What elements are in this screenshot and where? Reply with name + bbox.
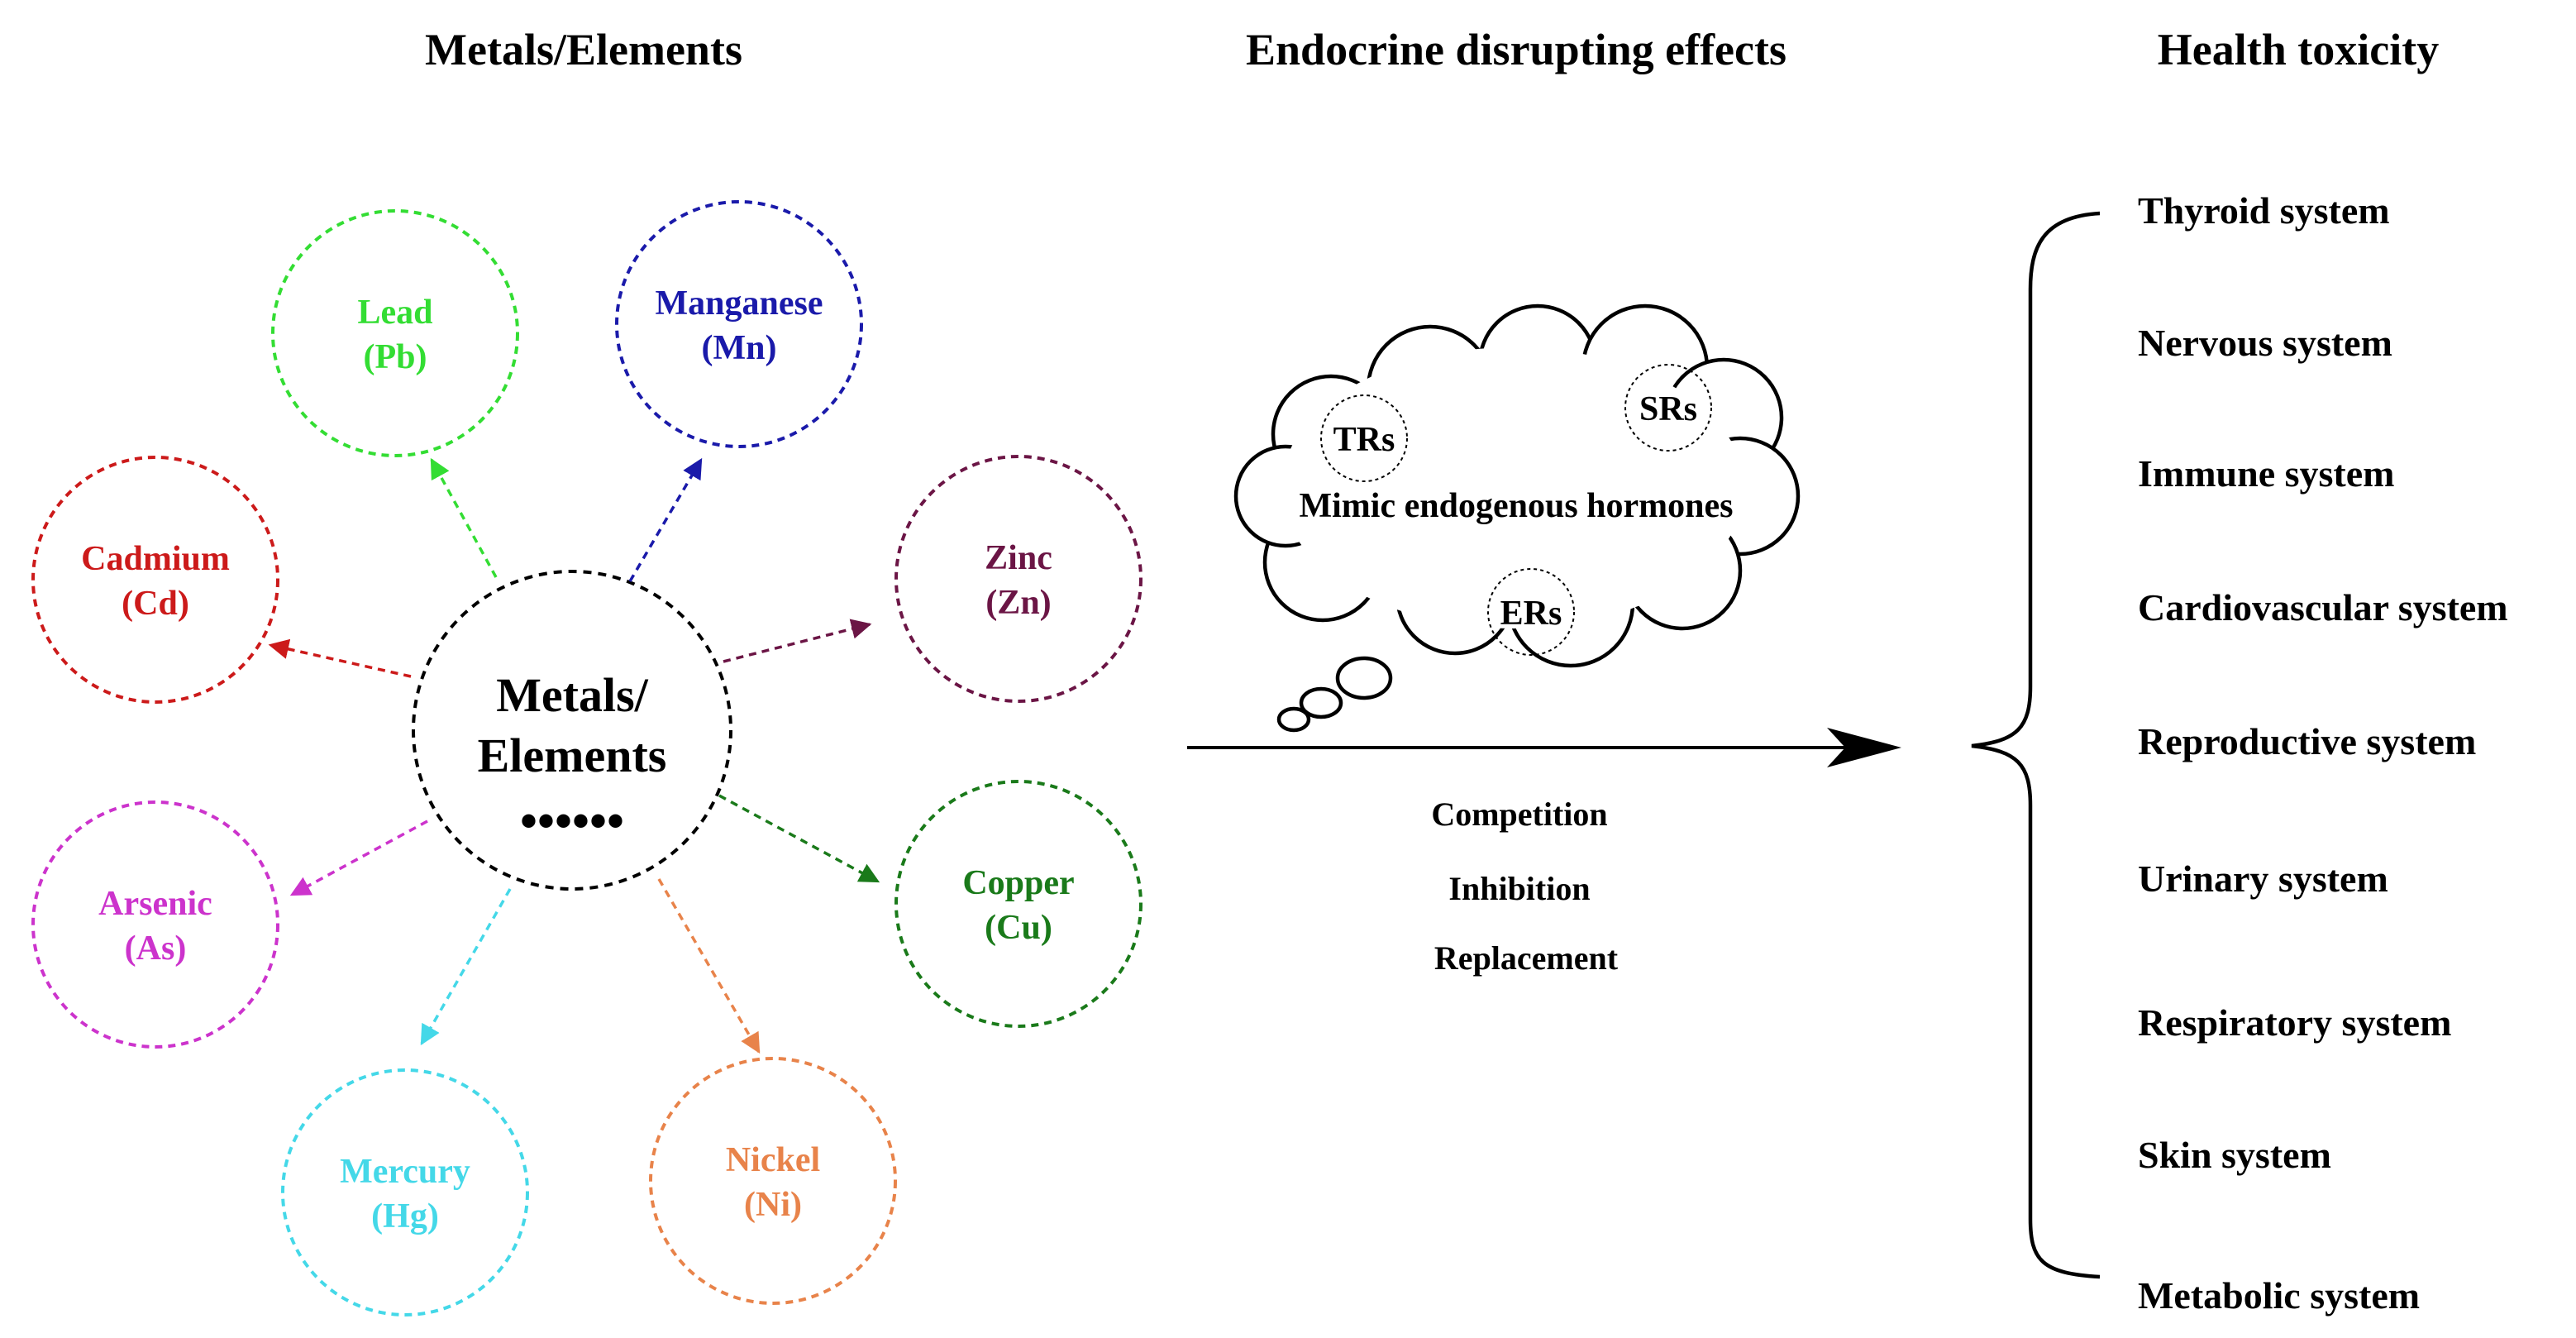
element-symbol-zinc: (Zn) [985, 584, 1051, 622]
header-health-toxicity: Health toxicity [2158, 25, 2439, 74]
element-node-arsenic: Arsenic (As) [31, 800, 428, 1049]
health-system-item: Respiratory system [2138, 1001, 2451, 1044]
element-circle-cadmium [31, 456, 279, 704]
element-node-copper: Copper (Cu) [718, 780, 1143, 1028]
center-node: Metals/ Elements •••••• [412, 570, 732, 891]
thought-bubble-medium [1299, 686, 1343, 719]
receptor-ers-circle [1487, 568, 1575, 656]
health-system-item: Nervous system [2138, 322, 2392, 364]
element-symbol-arsenic: (As) [125, 929, 187, 968]
header-endocrine-effects: Endocrine disrupting effects [1246, 25, 1787, 74]
mechanism-inhibition: Inhibition [1448, 870, 1590, 907]
receptor-trs-circle [1320, 394, 1408, 482]
element-circle-arsenic [31, 800, 279, 1049]
element-symbol-mercury: (Hg) [371, 1197, 439, 1235]
element-circle-zinc [894, 455, 1143, 703]
arrow-to-arsenic [289, 820, 428, 896]
arrow-to-mercury [420, 888, 512, 1046]
element-node-mercury: Mercury (Hg) [281, 888, 529, 1316]
element-circle-lead [271, 209, 519, 457]
mechanism-replacement: Replacement [1434, 939, 1619, 977]
arrow-to-zinc [723, 619, 872, 663]
health-system-item: Cardiovascular system [2138, 586, 2508, 628]
element-node-lead: Lead (Pb) [271, 209, 519, 578]
element-node-manganese: Manganese (Mn) [615, 200, 863, 582]
element-name-zinc: Zinc [985, 539, 1052, 577]
hormone-mimic-cloud: TRs SRs ERs Mimic endogenous hormones [1233, 303, 1801, 733]
receptor-ers-label: ERs [1500, 595, 1562, 633]
header-metals-elements: Metals/Elements [425, 25, 742, 74]
element-symbol-manganese: (Mn) [702, 329, 777, 367]
arrow-to-manganese [628, 457, 703, 582]
element-name-arsenic: Arsenic [98, 885, 212, 923]
arrow-to-nickel [657, 878, 761, 1054]
element-symbol-lead: (Pb) [364, 338, 427, 376]
element-circle-copper [894, 780, 1143, 1028]
center-ellipsis: •••••• [520, 794, 624, 848]
health-system-item: Thyroid system [2138, 189, 2390, 232]
systems-curly-brace [1971, 211, 2101, 1279]
thought-bubble-small [1276, 706, 1311, 733]
arrow-to-lead [430, 457, 498, 578]
element-node-zinc: Zinc (Zn) [723, 455, 1143, 703]
arrow-to-copper [718, 794, 880, 883]
main-effect-arrow [1187, 728, 1901, 767]
element-circle-nickel [649, 1057, 897, 1305]
receptor-trs-label: TRs [1333, 421, 1395, 459]
health-system-item: Skin system [2138, 1134, 2331, 1176]
element-name-mercury: Mercury [340, 1153, 470, 1191]
element-node-nickel: Nickel (Ni) [649, 878, 897, 1305]
element-circle-manganese [615, 200, 863, 448]
receptor-srs-circle [1624, 364, 1712, 452]
receptor-srs-label: SRs [1639, 390, 1697, 428]
arrow-to-cadmium [268, 638, 412, 678]
health-system-item: Metabolic system [2138, 1274, 2420, 1316]
health-system-item: Reproductive system [2138, 720, 2476, 762]
health-system-item: Immune system [2138, 452, 2394, 495]
cloud-mimic-text: Mimic endogenous hormones [1300, 487, 1734, 525]
element-name-copper: Copper [962, 864, 1074, 902]
element-symbol-copper: (Cu) [985, 909, 1052, 947]
element-symbol-nickel: (Ni) [744, 1186, 802, 1224]
center-label-line2: Elements [478, 729, 667, 782]
element-nodes: Lead (Pb) Manganese (Mn) Zinc (Zn) Copper (Cu) N… [31, 200, 1143, 1316]
mechanism-competition: Competition [1431, 796, 1607, 833]
element-name-nickel: Nickel [726, 1141, 820, 1179]
element-name-lead: Lead [357, 294, 432, 332]
element-circle-mercury [281, 1068, 529, 1316]
element-name-cadmium: Cadmium [81, 540, 230, 578]
center-circle [412, 570, 732, 891]
thought-bubble-large [1335, 656, 1393, 700]
cloud-fill [1281, 347, 1744, 628]
element-name-manganese: Manganese [656, 284, 823, 323]
element-node-cadmium: Cadmium (Cd) [31, 456, 412, 704]
health-system-item: Urinary system [2138, 858, 2388, 900]
element-symbol-cadmium: (Cd) [122, 585, 189, 623]
center-label-line1: Metals/ [496, 668, 648, 722]
